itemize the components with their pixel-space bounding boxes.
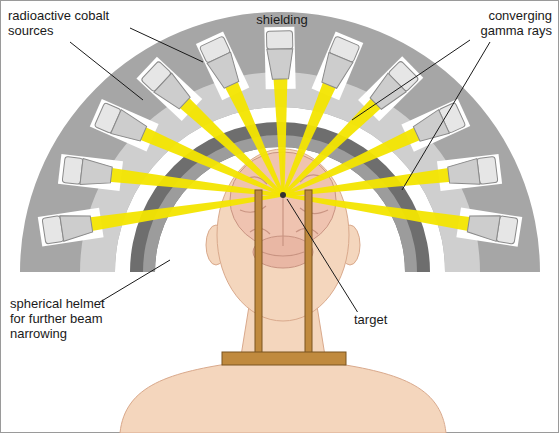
leader-lines bbox=[70, 28, 490, 316]
gamma-beam bbox=[139, 126, 284, 196]
frame-post bbox=[255, 190, 262, 358]
shielding-inner-rim bbox=[80, 72, 480, 272]
gamma-beam bbox=[273, 77, 287, 195]
collimator bbox=[267, 49, 294, 80]
part-label: target bbox=[352, 312, 389, 327]
frame-post bbox=[305, 190, 312, 358]
source-slot bbox=[312, 31, 364, 100]
source-block bbox=[62, 156, 83, 184]
gamma-beam bbox=[282, 81, 337, 196]
cobalt-source bbox=[42, 211, 93, 244]
leader-line bbox=[402, 42, 490, 190]
source-slot bbox=[196, 31, 249, 100]
slot bbox=[312, 31, 364, 100]
collimator bbox=[60, 211, 94, 241]
collimator bbox=[411, 110, 449, 146]
slot bbox=[196, 31, 249, 100]
slot bbox=[90, 99, 159, 151]
part-label: radioactive cobalt sources bbox=[8, 8, 128, 38]
frame-base bbox=[222, 352, 346, 365]
leader-line bbox=[130, 28, 203, 62]
cobalt-source bbox=[62, 156, 113, 187]
cobalt-source bbox=[141, 61, 194, 113]
cobalt-source bbox=[266, 31, 293, 80]
cobalt-source bbox=[467, 211, 518, 244]
collimator bbox=[207, 52, 243, 90]
slot bbox=[401, 99, 470, 152]
part-label: shielding bbox=[232, 12, 332, 27]
source-slot bbox=[90, 99, 159, 151]
cobalt-source bbox=[411, 102, 465, 146]
part-label: spherical helmet for further beam narrow… bbox=[10, 296, 105, 341]
cobalt-source bbox=[94, 102, 148, 145]
source-block bbox=[266, 31, 292, 50]
shielding bbox=[20, 12, 540, 272]
collimator bbox=[80, 159, 113, 188]
collimator bbox=[111, 110, 149, 146]
collimator bbox=[447, 159, 480, 188]
gamma-beam bbox=[88, 194, 283, 232]
cobalt-source bbox=[199, 36, 243, 90]
gamma-beam bbox=[178, 97, 284, 196]
target-point bbox=[280, 192, 286, 198]
source-slot bbox=[401, 99, 470, 152]
collimator bbox=[367, 73, 407, 113]
gamma-beams bbox=[88, 77, 471, 231]
collimator bbox=[467, 211, 501, 241]
leader-line bbox=[352, 40, 470, 120]
cobalt-source bbox=[317, 36, 360, 90]
collimator bbox=[154, 73, 194, 112]
source-block bbox=[477, 156, 498, 184]
leader-line bbox=[70, 42, 143, 100]
leader-line bbox=[287, 199, 360, 316]
part-label: converging gamma rays bbox=[452, 8, 552, 38]
collimator bbox=[317, 52, 353, 90]
leader-line bbox=[100, 260, 170, 302]
cobalt-sources bbox=[42, 31, 518, 244]
cobalt-source bbox=[447, 156, 498, 188]
